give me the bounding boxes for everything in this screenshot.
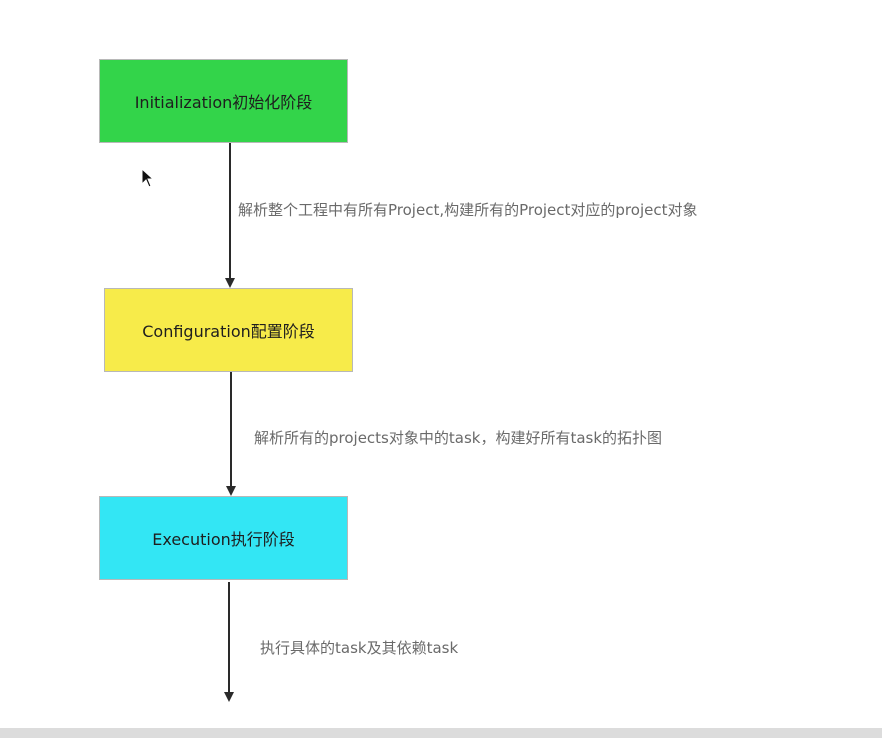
initialization-stage-box: Initialization初始化阶段: [99, 59, 348, 143]
annotation-parse-projects: 解析整个工程中有所有Project,构建所有的Project对应的project…: [238, 201, 698, 219]
configuration-stage-label: Configuration配置阶段: [142, 322, 315, 341]
bottom-bar: [0, 728, 882, 738]
arrowhead-config-to-exec: [226, 486, 236, 496]
connector-init-to-config: [229, 143, 231, 279]
execution-stage-box: Execution执行阶段: [99, 496, 348, 580]
execution-stage-label: Execution执行阶段: [152, 530, 295, 549]
annotation-execute-tasks: 执行具体的task及其依赖task: [260, 639, 459, 657]
annotation-build-task-graph: 解析所有的projects对象中的task，构建好所有task的拓扑图: [254, 429, 663, 447]
connector-config-to-exec: [230, 372, 232, 487]
initialization-stage-label: Initialization初始化阶段: [134, 93, 313, 112]
connector-exec-out: [228, 582, 230, 693]
configuration-stage-box: Configuration配置阶段: [104, 288, 353, 372]
arrowhead-exec-out: [224, 692, 234, 702]
mouse-pointer-icon: [141, 168, 155, 188]
arrowhead-init-to-config: [225, 278, 235, 288]
